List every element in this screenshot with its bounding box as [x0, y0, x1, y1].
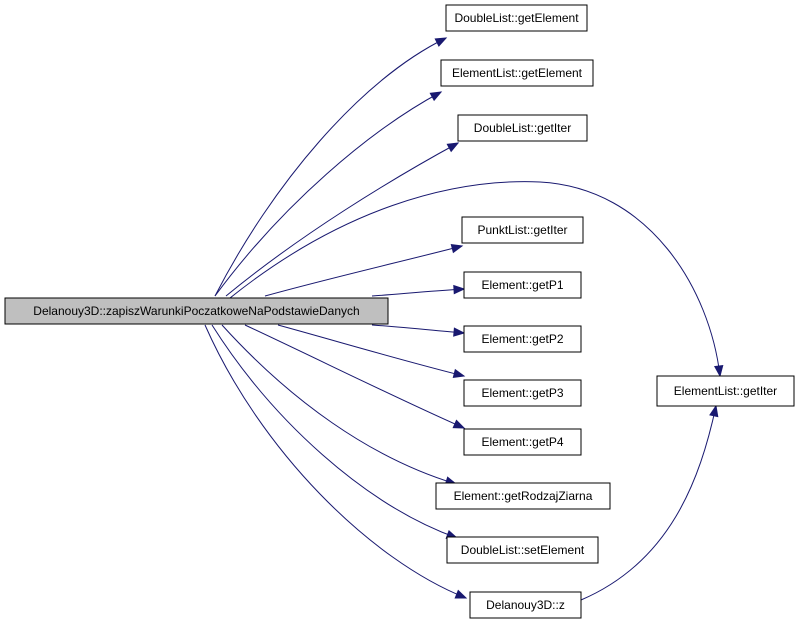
node-box-e_getP4 — [463, 428, 582, 456]
edge-src-to-e_getP1 — [371, 288, 465, 297]
node-label-el_getElement: ElementList::getElement — [452, 66, 583, 80]
edge-src-to-e_getP3 — [277, 324, 465, 377]
edge-src-to-e_getRodzajZiarna — [221, 324, 457, 485]
edge-src-to-e_getP2 — [371, 324, 465, 334]
node-label-e_getRodzajZiarna: Element::getRodzajZiarna — [454, 489, 593, 503]
node-box-el_getIter — [656, 375, 795, 407]
node-box-e_getRodzajZiarna — [435, 482, 611, 510]
node-label-dl_getElement: DoubleList::getElement — [454, 11, 579, 25]
node-label-e_getP3: Element::getP3 — [481, 386, 563, 400]
node-e_getRodzajZiarna[interactable]: Element::getRodzajZiarna — [435, 482, 611, 510]
node-el_getElement[interactable]: ElementList::getElement — [440, 59, 594, 87]
arrowhead-src-to-e_getP4 — [452, 419, 466, 429]
node-label-d3_z: Delanouy3D::z — [486, 598, 565, 612]
node-label-el_getIter: ElementList::getIter — [674, 384, 777, 398]
node-box-e_getP3 — [463, 379, 582, 407]
edge-src-to-dl_setElement — [211, 324, 458, 539]
node-label-src: Delanouy3D::zapiszWarunkiPoczatkoweNaPod… — [33, 304, 359, 318]
edge-src-to-e_getP4 — [244, 324, 465, 429]
node-box-dl_getElement — [445, 4, 588, 32]
node-box-e_getP2 — [463, 325, 582, 353]
node-box-el_getElement — [440, 59, 594, 87]
edge-src-to-pl_getIter — [264, 245, 463, 297]
node-label-dl_setElement: DoubleList::setElement — [461, 543, 585, 557]
edge-src-to-d3_z — [204, 324, 467, 599]
node-box-pl_getIter — [461, 216, 584, 244]
nodes-layer: Delanouy3D::zapiszWarunkiPoczatkoweNaPod… — [4, 4, 795, 619]
node-e_getP4[interactable]: Element::getP4 — [463, 428, 582, 456]
arrowhead-src-to-dl_getIter — [446, 142, 460, 153]
node-pl_getIter[interactable]: PunktList::getIter — [461, 216, 584, 244]
node-el_getIter[interactable]: ElementList::getIter — [656, 375, 795, 407]
node-box-dl_setElement — [446, 536, 599, 564]
node-box-src — [4, 297, 389, 325]
node-label-dl_getIter: DoubleList::getIter — [474, 121, 571, 135]
node-dl_getElement[interactable]: DoubleList::getElement — [445, 4, 588, 32]
arrowhead-src-to-pl_getIter — [450, 244, 464, 254]
node-label-e_getP4: Element::getP4 — [481, 435, 563, 449]
node-dl_setElement[interactable]: DoubleList::setElement — [446, 536, 599, 564]
node-e_getP2[interactable]: Element::getP2 — [463, 325, 582, 353]
edges-layer — [204, 37, 724, 601]
arrowhead-src-to-e_getP1 — [453, 284, 466, 295]
edge-src-to-el_getIter — [229, 181, 721, 377]
edge-src-to-dl_getElement — [214, 37, 447, 297]
node-e_getP3[interactable]: Element::getP3 — [463, 379, 582, 407]
node-e_getP1[interactable]: Element::getP1 — [463, 271, 582, 299]
edge-d3_z-to-el_getIter — [580, 405, 717, 601]
edge-src-to-dl_getIter — [225, 142, 459, 297]
edge-src-to-el_getElement — [214, 91, 442, 297]
node-label-pl_getIter: PunktList::getIter — [477, 223, 567, 237]
node-d3_z[interactable]: Delanouy3D::z — [469, 591, 582, 619]
node-box-dl_getIter — [457, 114, 588, 142]
node-label-e_getP2: Element::getP2 — [481, 332, 563, 346]
node-box-e_getP1 — [463, 271, 582, 299]
arrowhead-d3_z-to-el_getIter — [709, 404, 719, 418]
arrowhead-src-to-dl_getElement — [434, 37, 448, 47]
arrowhead-src-to-el_getElement — [429, 91, 443, 102]
arrowhead-src-to-e_getP2 — [453, 327, 466, 337]
node-label-e_getP1: Element::getP1 — [481, 278, 563, 292]
arrowhead-src-to-d3_z — [454, 589, 468, 599]
node-box-d3_z — [469, 591, 582, 619]
arrowhead-src-to-el_getIter — [713, 364, 724, 378]
arrowhead-src-to-e_getP3 — [452, 368, 466, 379]
node-dl_getIter[interactable]: DoubleList::getIter — [457, 114, 588, 142]
source-node-src[interactable]: Delanouy3D::zapiszWarunkiPoczatkoweNaPod… — [4, 297, 389, 325]
